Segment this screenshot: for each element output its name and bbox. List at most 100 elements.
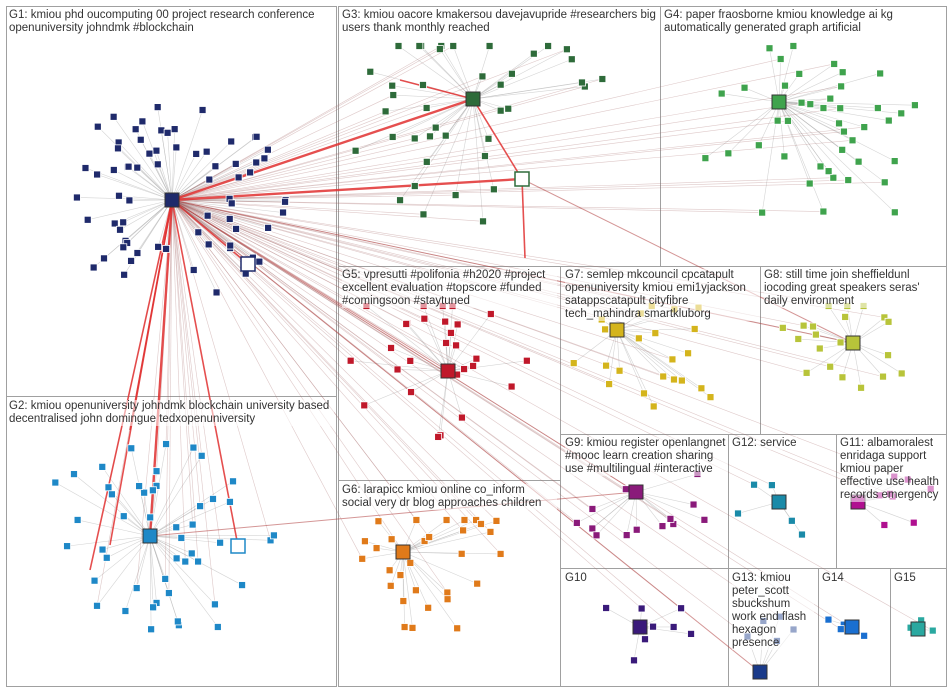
node-g2-109 <box>161 575 170 583</box>
edge-14 <box>171 149 269 201</box>
node-g5-210 <box>407 388 415 396</box>
node-g1-59 <box>281 197 289 206</box>
node-g1-46 <box>83 215 92 224</box>
node-g6-256 <box>399 597 408 605</box>
edge-434 <box>171 199 908 480</box>
edge-394 <box>171 199 465 370</box>
node-g3-155 <box>410 182 419 190</box>
node-g12-333 <box>768 481 776 490</box>
node-g2-104 <box>127 444 136 453</box>
node-g9-304 <box>588 524 597 533</box>
edge-365 <box>171 138 415 201</box>
group-label-g5: G5: vpresutti #polifonia #h2020 #project… <box>342 269 557 308</box>
hub-node-g1 <box>164 192 180 208</box>
node-g6-246 <box>412 516 421 524</box>
edge-384 <box>171 63 835 201</box>
hub-node-g9 <box>628 484 644 500</box>
edge-4 <box>171 129 175 201</box>
hub-node-g5 <box>440 363 456 379</box>
node-g3-146 <box>567 55 576 64</box>
group-label-g11: G11: albamoralest enridaga support kmiou… <box>840 437 946 502</box>
node-g1-64 <box>162 244 170 253</box>
edge-260 <box>616 329 702 389</box>
node-g6-237 <box>443 588 452 597</box>
hub-node-extra-2 <box>230 538 246 554</box>
node-g2-89 <box>98 545 107 554</box>
node-g3-143 <box>578 78 586 87</box>
edge-397 <box>171 199 477 359</box>
node-g3-132 <box>422 157 431 166</box>
node-g3-144 <box>481 152 489 160</box>
group-label-g14: G14 <box>822 572 844 585</box>
node-g3-127 <box>479 217 487 226</box>
hub-node-g4 <box>771 94 787 110</box>
group-box-g2 <box>6 396 337 687</box>
node-g7-266 <box>601 325 609 334</box>
node-g4-186 <box>797 98 806 107</box>
node-g6-249 <box>496 550 505 558</box>
edge-54 <box>167 132 173 201</box>
edge-296 <box>852 342 902 374</box>
hub-edge-1 <box>171 97 474 202</box>
node-g7-260 <box>697 384 706 393</box>
node-g7-269 <box>634 334 643 343</box>
node-g7-262 <box>706 393 715 402</box>
edge-142 <box>440 45 474 100</box>
node-g3-145 <box>478 72 487 81</box>
node-g7-274 <box>677 376 686 385</box>
node-g4-163 <box>824 167 833 176</box>
node-g14-340 <box>860 631 869 640</box>
hub-edge-8 <box>399 79 474 100</box>
node-g4-176 <box>826 94 835 103</box>
edge-28 <box>119 199 173 231</box>
node-g1-34 <box>114 144 122 153</box>
edge-111 <box>149 535 154 608</box>
node-g5-216 <box>360 401 369 410</box>
node-g10-316 <box>687 630 695 638</box>
edge-372 <box>171 76 483 201</box>
node-g1-22 <box>93 170 101 179</box>
edge-50 <box>171 147 177 201</box>
edge-224 <box>397 369 449 372</box>
node-g1-26 <box>109 112 118 121</box>
edge-402 <box>171 199 430 538</box>
node-g2-103 <box>152 467 161 476</box>
node-g2-97 <box>132 584 141 592</box>
node-g2-83 <box>270 531 278 540</box>
node-g8-289 <box>826 362 835 371</box>
node-g1-62 <box>212 288 221 297</box>
node-g15-344 <box>928 626 937 635</box>
edge-272 <box>616 329 689 354</box>
edge-121 <box>455 98 474 196</box>
edge-403 <box>171 199 464 531</box>
edge-187 <box>778 101 896 213</box>
node-g8-293 <box>794 335 803 343</box>
node-g8-295 <box>802 368 811 377</box>
node-g9-309 <box>666 514 675 523</box>
node-g2-106 <box>181 557 190 566</box>
edge-219 <box>405 323 449 372</box>
node-g7-271 <box>690 325 699 333</box>
node-g10-319 <box>641 635 649 644</box>
edge-235 <box>402 519 465 553</box>
edge-226 <box>447 313 492 372</box>
node-g5-226 <box>486 310 495 318</box>
edge-117 <box>149 535 219 628</box>
node-g2-81 <box>135 482 144 490</box>
node-g1-54 <box>163 128 172 137</box>
node-g3-119 <box>489 185 498 194</box>
edge-305 <box>635 473 698 493</box>
node-g4-169 <box>717 89 726 98</box>
node-g2-111 <box>149 603 158 612</box>
edge-83 <box>149 535 274 537</box>
edge-119 <box>472 98 495 190</box>
group-label-g1: G1: kmiou phd oucomputing 00 project res… <box>9 9 334 35</box>
hub-node-extra-1 <box>240 256 256 272</box>
node-g6-250 <box>408 623 417 632</box>
edge-380 <box>171 199 763 213</box>
edge-138 <box>392 98 474 138</box>
node-g7-265 <box>615 366 624 375</box>
edge-75 <box>149 535 152 630</box>
edge-159 <box>778 101 785 157</box>
hub-node-g3 <box>465 91 481 107</box>
